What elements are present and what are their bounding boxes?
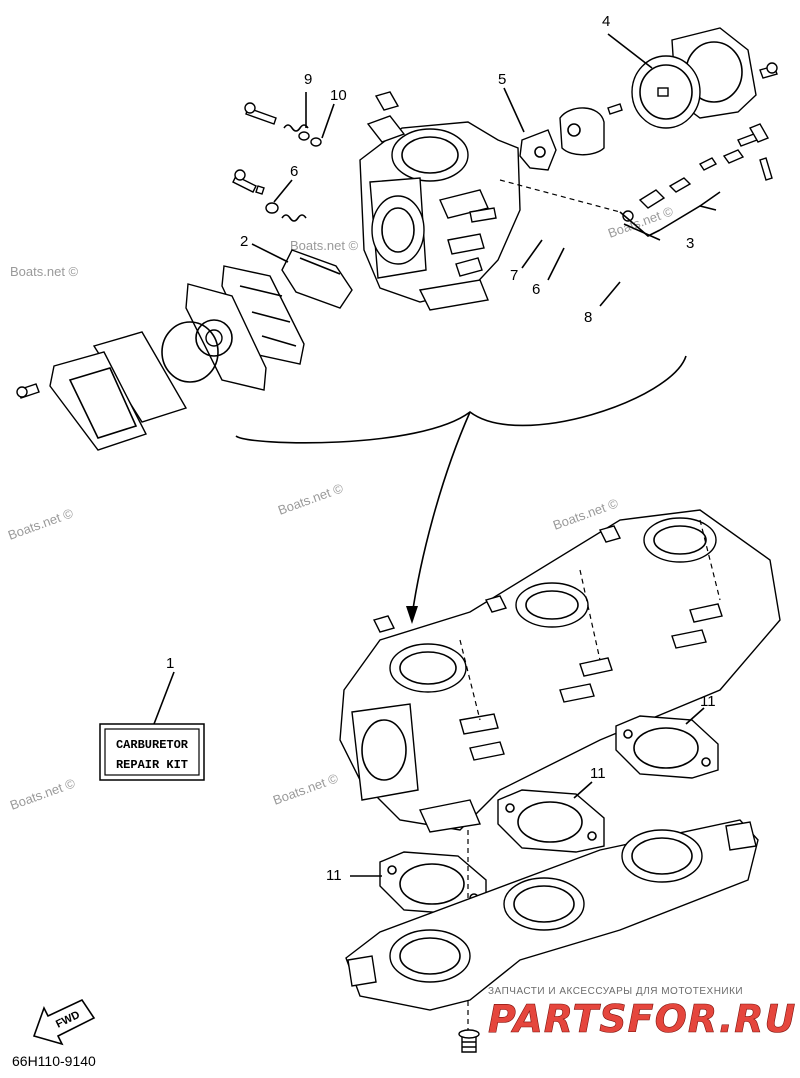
callout-numbers: 4 5 9 10 6 2 7 6 8 3 1 11 11 11: [166, 13, 716, 884]
repair-kit-label-line1: CARBURETOR: [116, 738, 189, 752]
watermark: Boats.net ©: [10, 264, 79, 279]
callout-11: 11: [700, 693, 716, 710]
callout-10: 10: [330, 87, 347, 104]
watermark: Boats.net ©: [6, 505, 76, 543]
carburetor-assembly: [339, 509, 781, 833]
callout-leaders-lower: [153, 671, 705, 877]
adjust-screws: [232, 102, 353, 309]
brand-name: PARTSFOR.RU: [488, 997, 796, 1041]
callout-9: 9: [304, 71, 312, 88]
callout-4: 4: [602, 13, 610, 30]
diaphragm-cover-part: [631, 27, 778, 129]
brand-tagline: ЗАПЧАСТИ И АКСЕССУАРЫ ДЛЯ МОТОТЕХНИКИ: [488, 986, 743, 997]
watermark: Boats.net ©: [290, 238, 359, 253]
callout-11: 11: [590, 765, 606, 782]
fuel-pump-stack: [16, 265, 305, 451]
watermark: Boats.net ©: [8, 775, 78, 813]
bracket-part: [519, 103, 623, 171]
callout-11: 11: [326, 867, 342, 884]
watermark: Boats.net ©: [271, 770, 341, 808]
callout-2: 2: [240, 233, 248, 250]
watermark: Boats.net ©: [276, 480, 346, 518]
fwd-arrow-icon: FWD: [32, 998, 96, 1046]
needle-valve-parts: [622, 123, 773, 241]
callout-6: 6: [532, 281, 540, 298]
callout-7: 7: [510, 267, 518, 284]
brand-watermark: ЗАПЧАСТИ И АКСЕССУАРЫ ДЛЯ МОТОТЕХНИКИ PA…: [488, 986, 796, 1041]
callout-1: 1: [166, 655, 174, 672]
watermark: Boats.net ©: [606, 203, 676, 241]
assembly-arrow: [235, 355, 687, 624]
callout-leaders-upper: [251, 33, 717, 307]
callout-8: 8: [584, 309, 592, 326]
callout-5: 5: [498, 71, 506, 88]
intake-manifold: [345, 819, 759, 1053]
repair-kit-label-line2: REPAIR KIT: [116, 758, 188, 772]
callout-3: 3: [686, 235, 694, 252]
carburetor-single: [359, 91, 621, 311]
repair-kit-box: CARBURETOR REPAIR KIT: [99, 723, 205, 781]
callout-6: 6: [290, 163, 298, 180]
diagram-code: 66H110-9140: [12, 1053, 96, 1069]
